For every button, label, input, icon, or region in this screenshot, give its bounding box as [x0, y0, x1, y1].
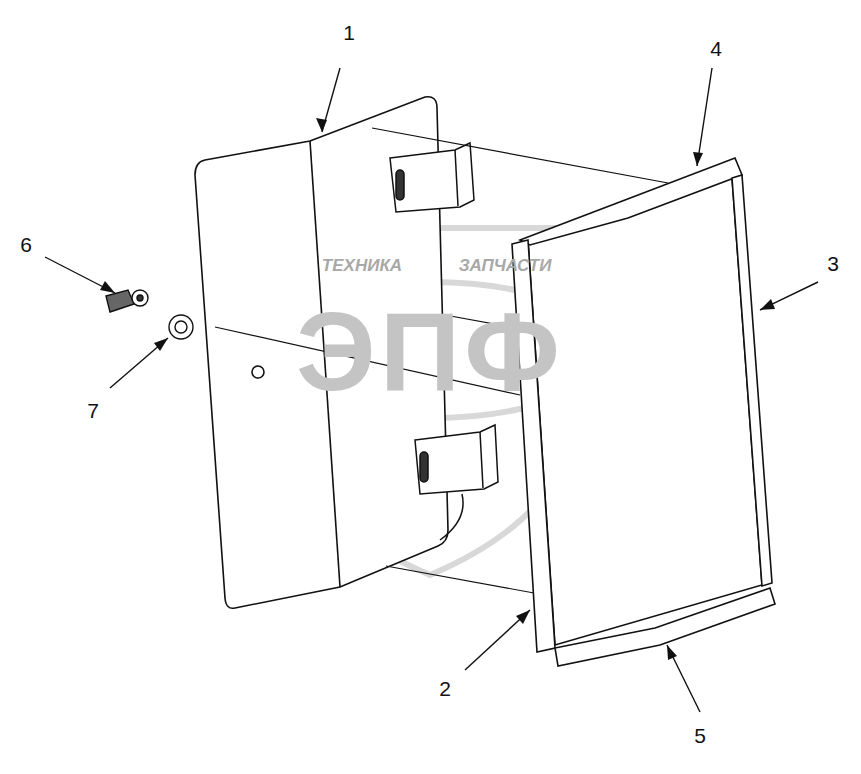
callout-number: 2: [439, 678, 451, 699]
callout-number: 7: [87, 400, 99, 421]
callout-number: 3: [827, 253, 839, 274]
watermark-text: ЗАПЧАСТИ: [459, 257, 552, 274]
watermark-text: ЭПФ: [296, 296, 564, 408]
callout-number: 1: [343, 22, 355, 43]
washer: [169, 315, 193, 339]
callout-number: 6: [20, 234, 32, 255]
watermark-text: ТЕХНИКА: [322, 257, 402, 274]
leader-line: [45, 68, 818, 712]
callout-number: 4: [710, 38, 722, 59]
callout-number: 5: [694, 725, 706, 746]
bolt: [106, 290, 148, 312]
watermark-ellipse: [252, 282, 608, 418]
tray: [512, 158, 775, 666]
arrowhead: [100, 118, 775, 660]
